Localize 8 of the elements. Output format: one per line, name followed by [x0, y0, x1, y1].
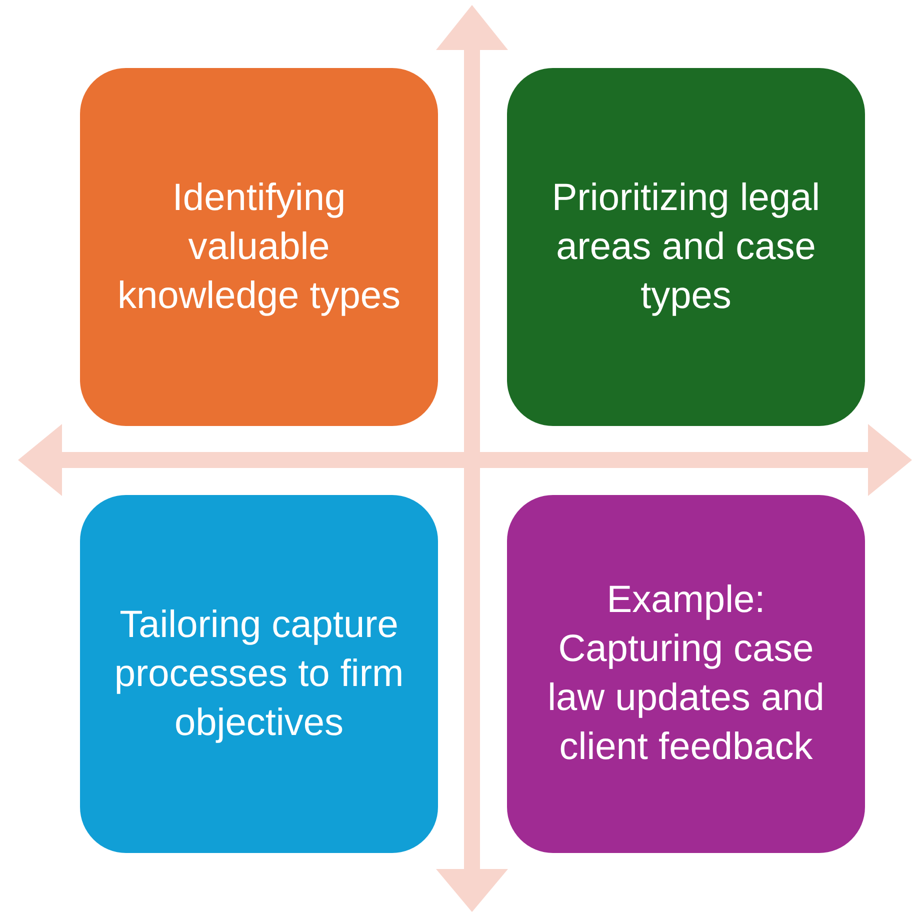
rounded-box: [507, 495, 865, 853]
rounded-box: [80, 68, 438, 426]
box-text: Identifying valuable knowledge types: [116, 176, 402, 318]
box-text: Example: Capturing case law updates and client feedback: [546, 578, 826, 770]
box-text: Prioritizing legal areas and case types: [550, 176, 822, 318]
rounded-box: [507, 68, 865, 426]
box-text: Tailoring capture processes to firm objectives: [113, 602, 405, 746]
rounded-box: [80, 495, 438, 853]
